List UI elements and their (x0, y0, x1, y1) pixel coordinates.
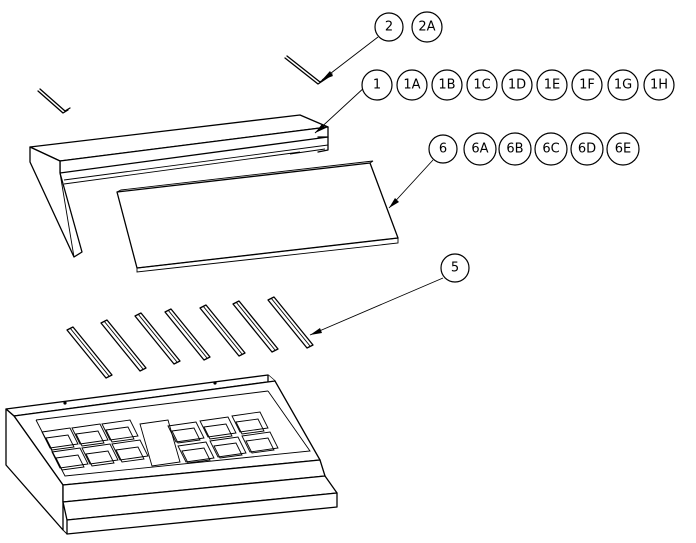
leader-line-2 (321, 36, 379, 81)
callout-bubble: 1B (431, 69, 463, 101)
part-rod-hook-right (284, 55, 333, 85)
callout-group-1: 1 1A 1B 1C 1D 1E 1F 1G (361, 69, 675, 101)
callout-label: 1G (614, 78, 632, 93)
callout-label: 1B (438, 78, 455, 93)
callout-bubble: 6D (570, 132, 604, 166)
divider-bar (232, 300, 279, 353)
callout-bubble: 1 (361, 69, 393, 101)
leader-line-5 (309, 277, 444, 336)
callout-group-5: 5 (440, 253, 470, 283)
callout-label: 1F (579, 78, 595, 93)
callout-bubble: 6E (606, 132, 640, 166)
part-divider-bars (66, 296, 314, 379)
divider-bar (164, 308, 211, 361)
callout-bubble: 6C (534, 132, 568, 166)
callout-label: 1H (650, 78, 668, 93)
callout-label: 5 (451, 261, 459, 276)
part-base-unit (5, 374, 338, 535)
part-rod-hook-left (37, 88, 71, 114)
callout-label: 6C (542, 142, 559, 157)
callout-label: 6 (439, 142, 447, 157)
callout-bubble: 2A (411, 11, 443, 43)
callout-label: 6D (578, 142, 596, 157)
food-pan-grid-left (41, 419, 149, 471)
callout-label: 1E (544, 78, 561, 93)
food-pan-grid-right (167, 411, 279, 464)
callout-bubble: 1F (571, 69, 603, 101)
callout-bubble: 6B (498, 132, 532, 166)
divider-bar (134, 312, 181, 365)
callout-bubble: 1C (466, 69, 498, 101)
callout-bubble: 1A (396, 69, 428, 101)
divider-bar (100, 319, 147, 372)
divider-bar (199, 304, 246, 357)
callout-label: 6E (615, 142, 632, 157)
callout-bubble: 1D (501, 69, 533, 101)
divider-bar (66, 326, 113, 379)
callout-label: 1A (403, 78, 420, 93)
callout-bubble: 6 (428, 134, 458, 164)
callout-label: 1 (373, 78, 381, 93)
callout-group-6: 6 6A 6B 6C 6D 6E (428, 132, 640, 166)
callout-label: 1C (473, 78, 490, 93)
callout-label: 6B (506, 142, 523, 157)
callout-group-2: 2 2A (374, 11, 443, 43)
callout-bubble: 1E (536, 69, 568, 101)
callout-label: 6A (471, 142, 488, 157)
callout-bubble: 5 (440, 253, 470, 283)
divider-bar (267, 296, 314, 349)
leader-line-1 (314, 85, 367, 134)
callout-bubble: 6A (463, 132, 497, 166)
callout-bubble: 1H (643, 69, 675, 101)
callout-label: 1D (508, 78, 526, 93)
part-canopy-frame (29, 114, 329, 258)
callout-bubble: 2 (374, 12, 404, 42)
part-glass-panel (116, 160, 399, 273)
leader-lines (309, 36, 444, 336)
callout-label: 2A (418, 20, 435, 35)
callout-label: 2 (385, 20, 393, 35)
callout-bubble: 1G (607, 69, 639, 101)
